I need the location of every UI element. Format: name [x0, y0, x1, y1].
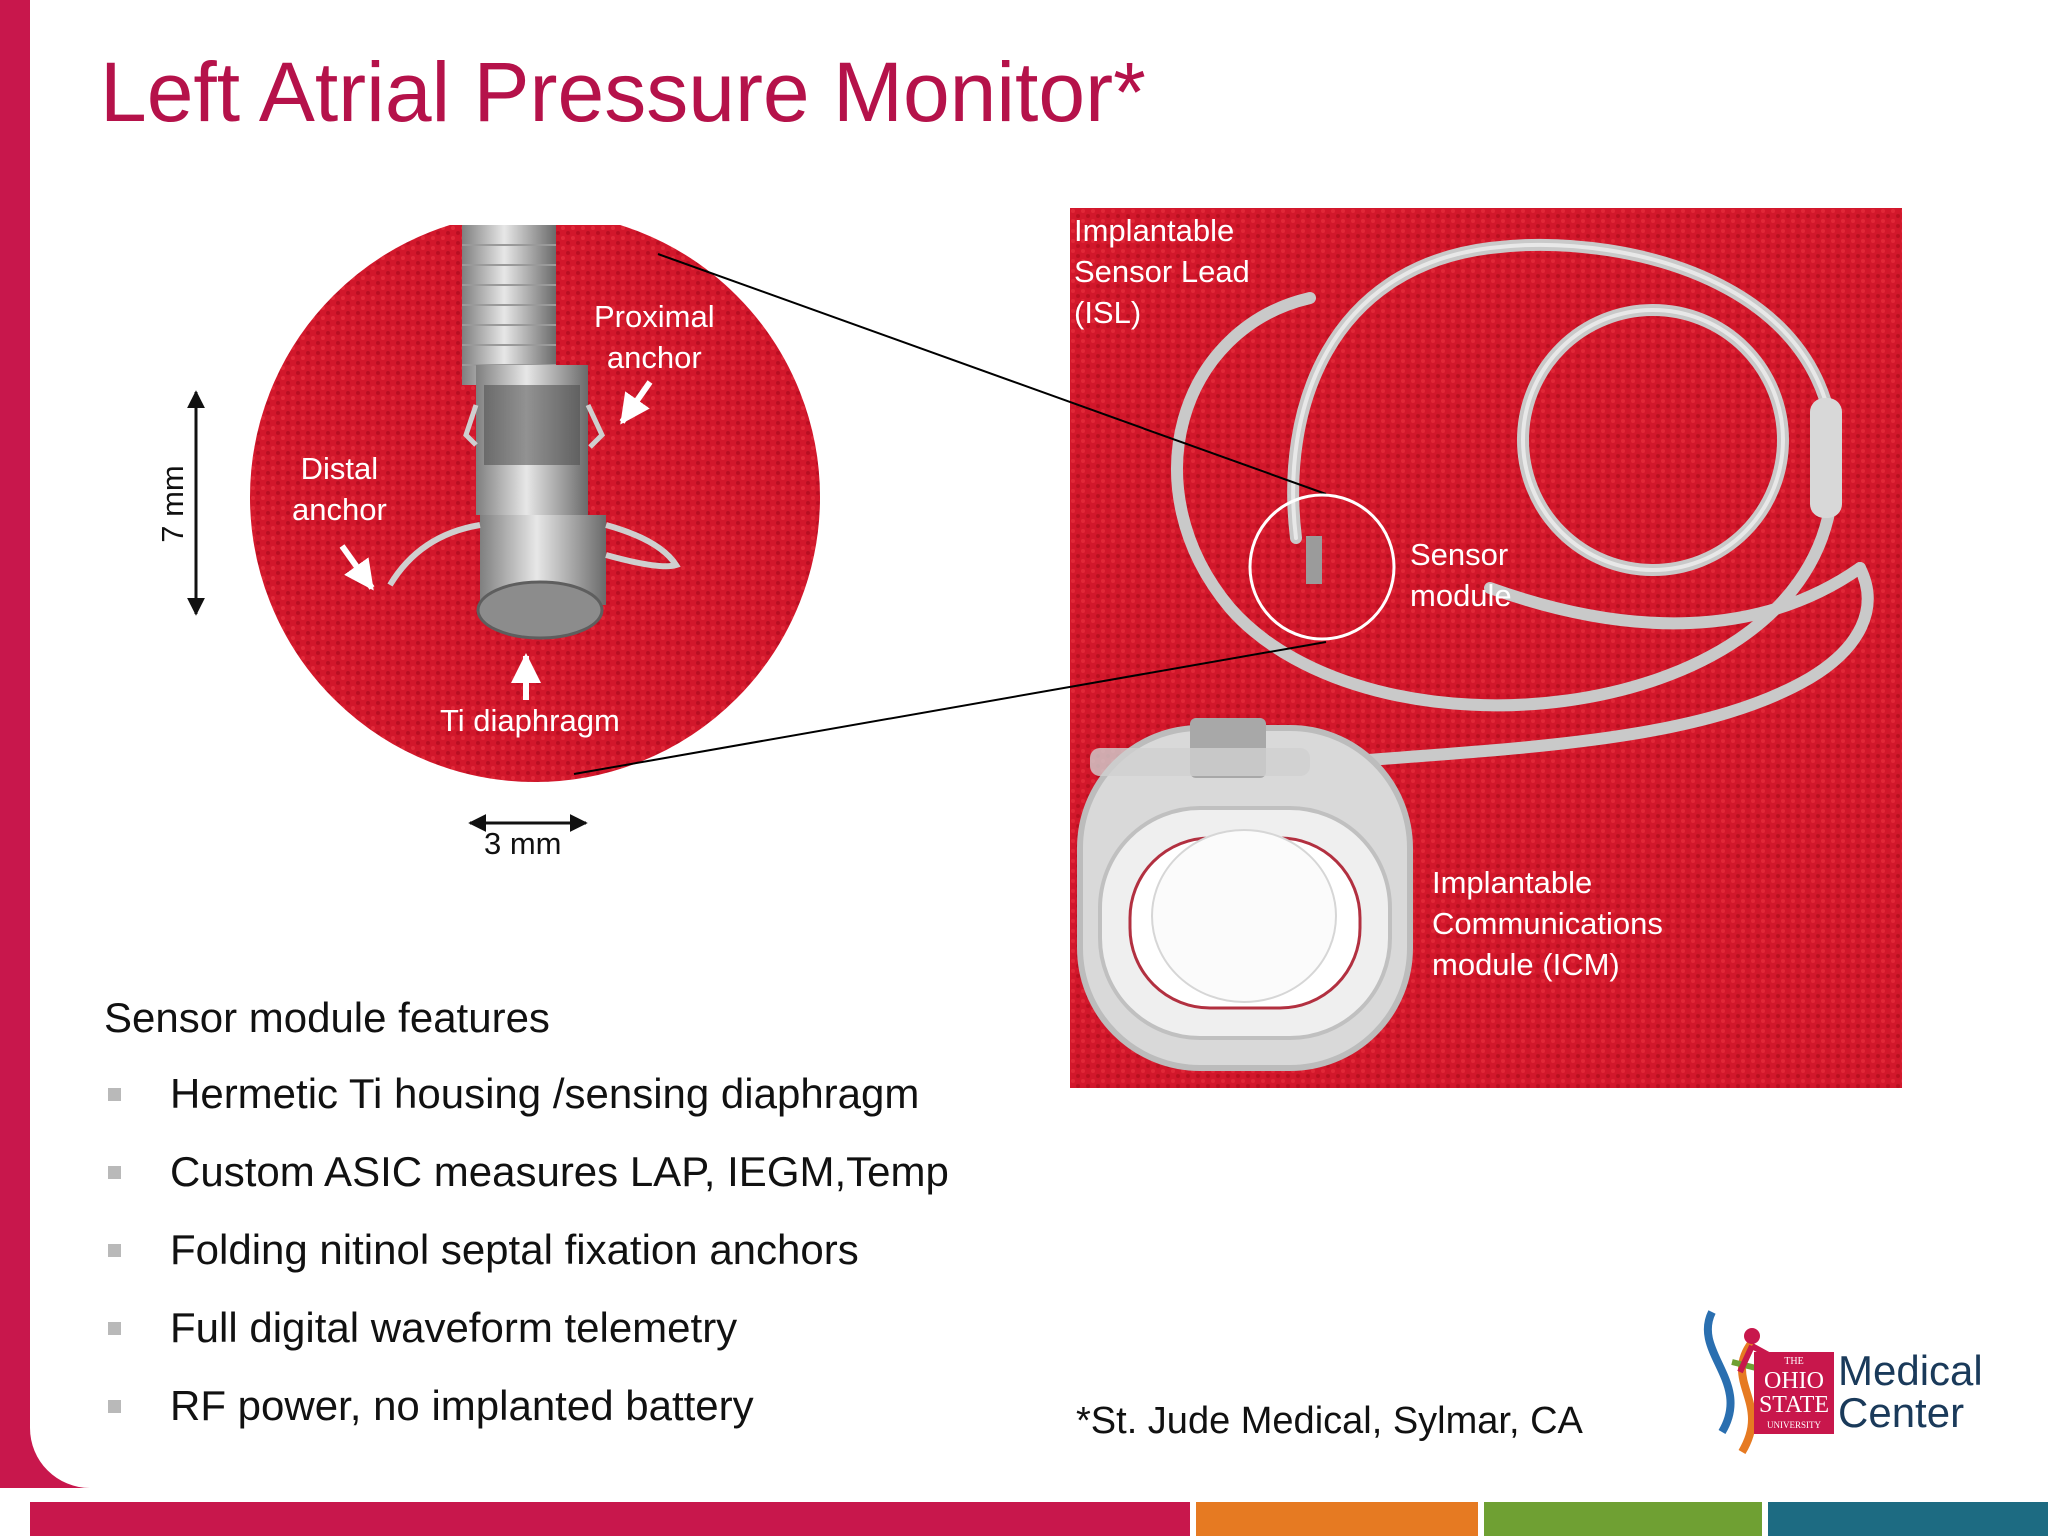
ti-diaphragm-label: Ti diaphragm — [440, 703, 620, 738]
feature-item: Hermetic Ti housing /sensing diaphragm — [104, 1070, 949, 1148]
footer-bar-orange — [1196, 1502, 1478, 1536]
bullet-square-icon — [108, 1322, 121, 1335]
sensor-closeup-photo — [248, 225, 822, 784]
sensor-module-text: Sensor module — [1410, 537, 1512, 613]
feature-section: Sensor module features Hermetic Ti housi… — [104, 994, 949, 1460]
feature-text: Full digital waveform telemetry — [170, 1304, 738, 1351]
zoom-line-bottom — [573, 641, 1327, 775]
logo-medical-text: Medical — [1838, 1347, 1983, 1394]
isl-text: Implantable Sensor Lead (ISL) — [1074, 213, 1250, 330]
distal-anchor-text: Distal anchor — [292, 451, 387, 527]
logo-center-text: Center — [1838, 1389, 1965, 1436]
zoom-line-top — [657, 253, 1327, 495]
logo-ohio-text: OHIO — [1764, 1368, 1824, 1394]
logo-wordmark: Medical Center — [1838, 1350, 1983, 1434]
logo-the-text: THE — [1784, 1356, 1803, 1367]
bullet-square-icon — [108, 1400, 121, 1413]
footer-bar-blue — [1768, 1502, 2048, 1536]
feature-list: Hermetic Ti housing /sensing diaphragm C… — [104, 1070, 949, 1460]
dna-helix-icon: THE OHIO STATE UNIVERSITY — [1703, 1310, 1834, 1455]
icm-text: Implantable Communications module (ICM) — [1432, 865, 1663, 982]
feature-text: Hermetic Ti housing /sensing diaphragm — [170, 1070, 920, 1117]
proximal-anchor-arrow — [619, 380, 653, 425]
isl-label: Implantable Sensor Lead (ISL) — [1074, 210, 1250, 333]
bullet-square-icon — [108, 1166, 121, 1179]
width-dimension-label: 3 mm — [484, 826, 562, 861]
proximal-anchor-label: Proximal anchor — [594, 296, 715, 378]
feature-text: Custom ASIC measures LAP, IEGM,Temp — [170, 1148, 949, 1195]
feature-item: Full digital waveform telemetry — [104, 1304, 949, 1382]
device-photo — [1070, 208, 1902, 1088]
source-footnote: *St. Jude Medical, Sylmar, CA — [1076, 1400, 1583, 1442]
proximal-anchor-text: Proximal anchor — [594, 299, 715, 375]
distal-anchor-label: Distal anchor — [292, 448, 387, 530]
feature-item: Folding nitinol septal fixation anchors — [104, 1226, 949, 1304]
logo-university-text: UNIVERSITY — [1767, 1420, 1821, 1430]
feature-item: RF power, no implanted battery — [104, 1382, 949, 1460]
bullet-square-icon — [108, 1088, 121, 1101]
distal-anchor-arrow — [339, 544, 375, 591]
icm-label: Implantable Communications module (ICM) — [1432, 862, 1663, 985]
feature-text: RF power, no implanted battery — [170, 1382, 754, 1429]
feature-text: Folding nitinol septal fixation anchors — [170, 1226, 859, 1273]
footer-bar-red — [30, 1502, 1190, 1536]
height-dimension-label: 7 mm — [154, 465, 190, 543]
slide-title: Left Atrial Pressure Monitor* — [100, 45, 1146, 139]
footer-bar-green — [1484, 1502, 1762, 1536]
sensor-module-highlight — [1248, 493, 1396, 641]
sensor-module-label: Sensor module — [1410, 534, 1512, 616]
bullet-square-icon — [108, 1244, 121, 1257]
frame-left-band — [0, 0, 30, 1536]
features-heading: Sensor module features — [104, 994, 550, 1041]
feature-item: Custom ASIC measures LAP, IEGM,Temp — [104, 1148, 949, 1226]
logo-state-text: STATE — [1759, 1392, 1829, 1418]
osu-medical-center-logo: THE OHIO STATE UNIVERSITY Medical Center — [1682, 1302, 2002, 1462]
